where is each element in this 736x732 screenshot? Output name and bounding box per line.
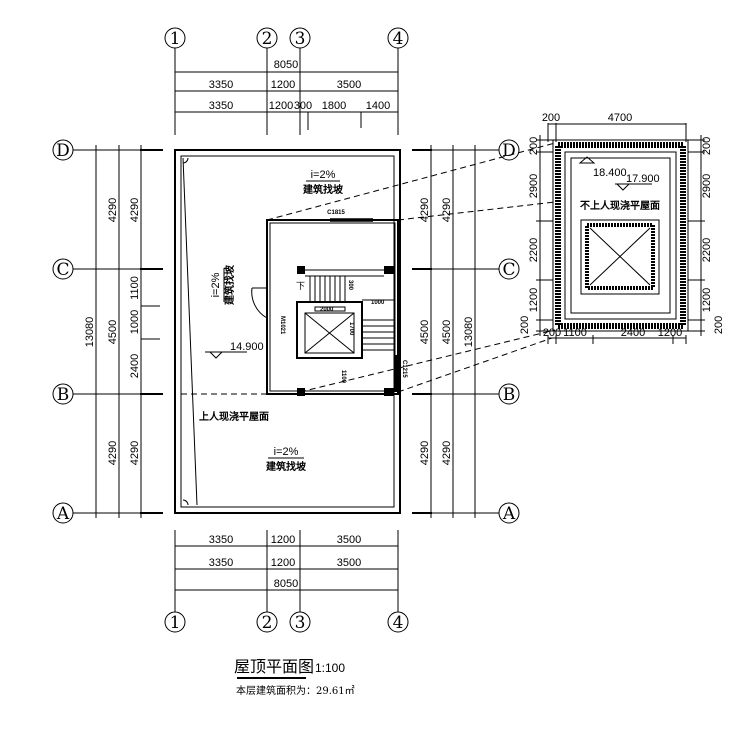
axis-1-bottom: 1 — [170, 613, 181, 633]
dim: 200 — [542, 112, 560, 124]
top-axis-markers: 1 2 3 4 — [164, 27, 409, 135]
drawing-title-block: 屋顶平面图 1:100 本层建筑面积为：29.61㎡ — [234, 657, 355, 697]
dim: 4700 — [608, 112, 632, 124]
elevation-17900: 17.900 — [626, 173, 660, 185]
dim: 3350 — [209, 79, 233, 91]
dim: 3350 — [209, 557, 233, 569]
dim-total: 8050 — [274, 578, 298, 590]
dim: 2200 — [701, 238, 713, 262]
roof-label-accessible: 上人现浇平屋面 — [199, 410, 269, 423]
window-label-c1815: C1815 — [327, 210, 345, 216]
dim: 4290 — [129, 198, 141, 222]
door-label-m1021: M1021 — [279, 316, 285, 335]
dim: 4290 — [107, 441, 119, 465]
dim: 1200 — [271, 557, 295, 569]
dim: 3500 — [337, 557, 361, 569]
dim: 200 — [528, 137, 540, 155]
axis-C-right: C — [502, 260, 515, 280]
dim: 200 — [713, 316, 725, 334]
dim: 1200 — [269, 100, 293, 112]
dim: 1800 — [322, 100, 346, 112]
axis-2-bottom: 2 — [262, 613, 273, 633]
dim: 3350 — [209, 534, 233, 546]
dim: 1400 — [366, 100, 390, 112]
dim: 1200 — [528, 288, 540, 312]
dim: 4290 — [107, 198, 119, 222]
axis-D-left: D — [56, 141, 70, 161]
dim: 4500 — [107, 320, 119, 344]
stair-dim: 1100 — [340, 370, 346, 384]
stair-dim: 1000 — [371, 300, 385, 306]
upper-roof-inset: 200 4700 200 1100 2400 1200 200 2900 220… — [519, 112, 725, 344]
dim: 1200 — [271, 79, 295, 91]
floor-area-note: 本层建筑面积为：29.61㎡ — [236, 684, 355, 697]
dim: 4290 — [419, 198, 431, 222]
dim-total: 13080 — [84, 317, 96, 348]
drawing-title: 屋顶平面图 — [234, 657, 314, 676]
elevation-18400: 18.400 — [593, 167, 627, 179]
slope-left: i=2% — [210, 272, 222, 297]
dim: 4290 — [419, 441, 431, 465]
row-axis-markers: D C B A D C B A — [52, 139, 520, 524]
dim: 2400 — [621, 327, 645, 339]
slope-left-note: 建筑找坡 — [223, 264, 236, 306]
slope-top-note: 建筑找坡 — [302, 183, 344, 196]
axis-A-right: A — [502, 504, 516, 524]
dim-total: 13080 — [463, 317, 475, 348]
elevation-14900: 14.900 — [230, 341, 264, 353]
dim: 2200 — [528, 238, 540, 262]
dim: 2900 — [528, 174, 540, 198]
stair-dim: 2000 — [320, 307, 334, 313]
drawing-scale: 1:100 — [315, 661, 345, 675]
axis-C-left: C — [56, 260, 69, 280]
dim: 4500 — [419, 320, 431, 344]
roof-plan: C1815 M1021 C1215 1000 2000 1700 1100 30… — [174, 142, 556, 514]
axis-A-left: A — [56, 504, 70, 524]
dim: 4290 — [129, 441, 141, 465]
dim: 4290 — [441, 441, 453, 465]
right-dimensions: 4290 4500 4290 4290 4500 4290 13080 — [419, 198, 475, 465]
dim: 3500 — [337, 534, 361, 546]
dim: 200 — [543, 327, 561, 339]
axis-3-bottom: 3 — [295, 613, 306, 633]
axis-4-bottom: 4 — [393, 613, 404, 633]
dim: 200 — [701, 137, 713, 155]
dim: 1100 — [129, 276, 141, 300]
dim: 1000 — [129, 310, 141, 334]
dim: 1100 — [563, 327, 587, 339]
axis-1: 1 — [170, 29, 181, 49]
bottom-dimensions: 3350 1200 3500 3350 1200 3500 8050 1 2 3… — [164, 530, 409, 633]
dim: 4500 — [441, 320, 453, 344]
window-label-c1215: C1215 — [401, 360, 407, 378]
stair-dim: 300 — [347, 280, 353, 291]
dim: 4290 — [441, 198, 453, 222]
roof-label-nonaccessible: 不上人现浇平屋面 — [580, 199, 660, 212]
axis-4: 4 — [393, 29, 404, 49]
stair-dim: 1700 — [348, 322, 354, 336]
dim: 1200 — [271, 534, 295, 546]
axis-2: 2 — [262, 29, 273, 49]
dim: 2400 — [129, 354, 141, 378]
dim: 300 — [294, 100, 312, 112]
dim: 2900 — [701, 174, 713, 198]
axis-D-right: D — [502, 141, 516, 161]
dim: 1200 — [658, 327, 682, 339]
slope-top: i=2% — [311, 169, 336, 181]
slope-bottom-note: 建筑找坡 — [265, 460, 307, 473]
axis-B-left: B — [57, 385, 70, 405]
slope-bottom: i=2% — [274, 446, 299, 458]
axis-3: 3 — [295, 29, 306, 49]
dim: 200 — [519, 316, 531, 334]
dim: 3500 — [337, 79, 361, 91]
stair-down-label: 下 — [296, 281, 305, 291]
dim: 1200 — [701, 288, 713, 312]
dim-total: 8050 — [274, 59, 298, 71]
axis-B-right: B — [503, 385, 516, 405]
top-dimensions: 8050 3350 1200 3500 3350 1200 300 1800 1… — [209, 59, 390, 112]
left-dimensions: 13080 4290 4500 4290 4290 1100 1000 2400… — [84, 198, 141, 465]
dim: 3350 — [209, 100, 233, 112]
